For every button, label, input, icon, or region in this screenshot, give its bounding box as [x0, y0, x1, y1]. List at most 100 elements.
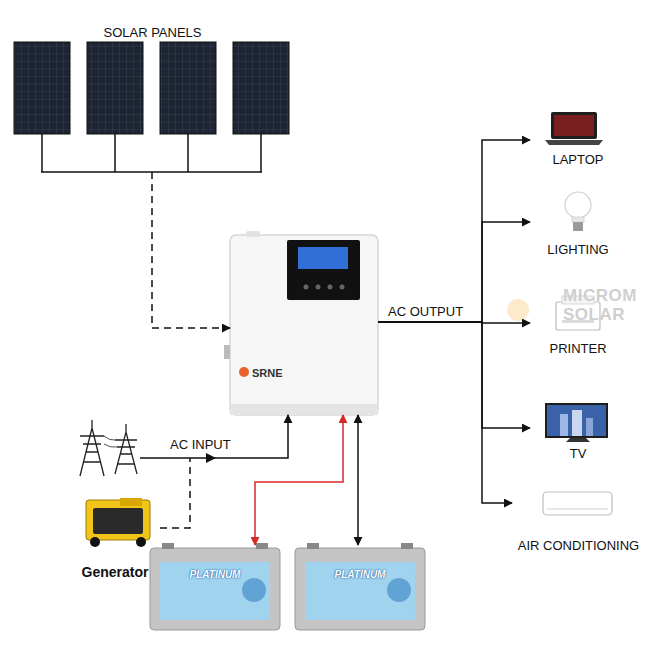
air-conditioner-icon [543, 492, 612, 515]
connector-line [152, 172, 230, 328]
solar-panel-group: SOLAR PANELS [10, 20, 295, 172]
inverter-unit-part [224, 345, 230, 359]
connector-line [255, 415, 343, 545]
tv-icon-part [547, 405, 606, 436]
panel-wiring-part [41, 134, 262, 172]
watermark-text: SOLAR [563, 306, 625, 324]
connector-line [378, 322, 530, 428]
connector-line [378, 322, 530, 323]
grid-feed-line [140, 453, 216, 463]
laptop-icon [545, 112, 603, 145]
generator-illustration-part [120, 498, 142, 506]
load-laptop: LAPTOP [530, 105, 626, 167]
bulb-icon [565, 192, 591, 231]
connector [358, 415, 359, 545]
connector-label: AC INPUT [170, 437, 231, 452]
inverter-box: SRNE [230, 235, 378, 415]
connector-line [160, 458, 190, 528]
battery-illustration-part [256, 543, 268, 549]
power-grid-towers [80, 420, 137, 476]
tv-icon-part [566, 438, 590, 442]
bulb-icon-part [573, 222, 583, 231]
battery-illustration-part [162, 543, 174, 549]
connector [378, 322, 512, 503]
node-label: PLATINUM [150, 567, 280, 582]
node-label: PRINTER [530, 341, 626, 356]
battery-illustration-part [242, 578, 266, 602]
connector [255, 415, 343, 545]
power-grid-towers-part [80, 420, 104, 476]
solar-panel-array-part [160, 42, 216, 134]
battery-illustration-part [307, 543, 319, 549]
connector-line [378, 140, 530, 322]
bulb-icon-part [565, 192, 591, 218]
inverter-unit-part [230, 235, 378, 415]
inverter-unit-part [298, 247, 348, 269]
inverter-unit-part [328, 285, 333, 290]
watermark-text: MICROM [563, 287, 637, 305]
tv-icon [545, 403, 608, 442]
laptop-icon-part [554, 115, 594, 136]
load-air-conditioning: AIR CONDITIONING [512, 488, 645, 553]
generator-illustration-part [90, 537, 100, 547]
inverter-unit-part [304, 285, 309, 290]
connector-line [378, 222, 530, 322]
node-label: LIGHTING [530, 242, 626, 257]
node-label: SOLAR PANELS [10, 25, 295, 40]
node-label: SRNE [252, 366, 283, 381]
power-grid-towers-part [115, 424, 137, 474]
grid-feed-line-part [206, 453, 216, 463]
laptop-icon-part [545, 140, 603, 145]
generator-node: Generator [70, 492, 160, 582]
solar-panel-array-part [233, 42, 289, 134]
inverter-unit-part [239, 367, 249, 377]
air-conditioner-icon-part [547, 509, 608, 510]
connector [160, 415, 288, 528]
generator-illustration-part [93, 508, 143, 534]
inverter-unit-part [316, 285, 321, 290]
tv-icon-part [545, 403, 608, 438]
power-grid-towers-part [104, 436, 117, 447]
battery-node: PLATINUM [295, 545, 425, 633]
battery-illustration [150, 543, 425, 630]
battery-node: PLATINUM [150, 545, 280, 633]
watermark-sun-part [507, 299, 529, 321]
solar-panel-array-part [14, 42, 70, 134]
panel-wiring [41, 134, 262, 172]
solar-panel-array-part [87, 42, 143, 134]
laptop-icon-part [551, 112, 597, 139]
inverter-unit [224, 231, 378, 415]
connector [378, 140, 530, 322]
load-lighting: LIGHTING [530, 185, 626, 257]
grid-feed-line-part [140, 457, 190, 459]
connector-label: AC OUTPUT [388, 304, 463, 319]
tv-icon-part [586, 418, 593, 436]
battery-illustration-part [401, 543, 413, 549]
node-label: TV [530, 446, 626, 461]
inverter-unit-part [287, 240, 360, 300]
connector [378, 322, 530, 428]
tv-icon-part [560, 414, 568, 436]
watermark-sun [507, 299, 529, 321]
connector-line [357, 415, 359, 545]
solar-panel-array [14, 42, 289, 134]
inverter-unit-part [246, 231, 260, 237]
node-label: LAPTOP [530, 152, 626, 167]
bulb-icon-part [572, 217, 584, 222]
node-label: AIR CONDITIONING [512, 538, 645, 553]
inverter-unit-part [340, 285, 345, 290]
tv-icon-part [572, 410, 582, 436]
inverter-unit-part [230, 404, 378, 415]
connector [152, 172, 230, 328]
connector-line [378, 322, 512, 503]
generator-illustration-part [136, 537, 146, 547]
connector [378, 222, 530, 322]
battery-illustration-part [295, 548, 425, 630]
load-tv: TV [530, 398, 626, 461]
air-conditioner-icon-part [543, 492, 612, 515]
generator-illustration [86, 498, 150, 547]
node-label: PLATINUM [295, 567, 425, 582]
connector [378, 322, 530, 323]
node-label: Generator [70, 565, 160, 580]
